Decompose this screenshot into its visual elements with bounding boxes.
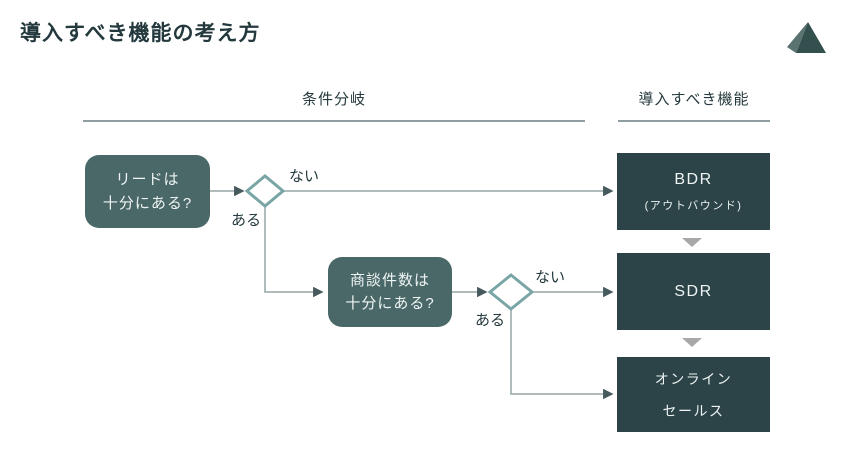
outcome-online-line1: オンライン [654,370,733,387]
outcome-box-online-sales: オンライン セールス [617,357,770,432]
edge-label-no-2: ない [535,269,566,286]
edge-label-yes-2: ある [475,312,506,329]
question-deals-line2: 十分にある? [345,295,435,312]
page-title: 導入すべき機能の考え方 [20,22,261,45]
edge-label-no-1: ない [289,168,320,185]
down-chevron-icon-2 [682,338,702,347]
question-leads-line1: リードは [115,171,180,189]
pyramid-side-face [787,22,808,53]
question-deals-line1: 商談件数は [349,271,430,289]
outcome-box-bdr: BDR (アウトバウンド) [617,153,770,230]
pyramid-logo-icon [787,22,826,53]
question-leads-line2: 十分にある? [102,194,193,212]
outcome-bdr-subtitle: (アウトバウンド) [644,199,743,212]
question-box-leads: リードは 十分にある? [85,155,210,228]
column-underline-conditions [83,120,585,122]
outcome-sdr-title: SDR [674,282,713,300]
column-underline-features [618,120,770,122]
edge-label-yes-1: ある [231,212,262,229]
connector-d1-yes-to-q2 [264,206,324,298]
decision-diamond-2 [487,273,535,311]
decision-diamond-1 [244,174,286,208]
outcome-box-sdr: SDR [617,253,770,330]
question-box-deals: 商談件数は 十分にある? [328,257,452,327]
column-header-features: 導入すべき機能 [638,91,750,108]
column-header-conditions: 条件分岐 [301,91,366,108]
down-chevron-icon-1 [682,238,702,247]
connector-d2-yes-to-online [510,309,614,400]
outcome-online-line2: セールス [662,402,725,419]
outcome-bdr-title: BDR [674,170,713,188]
pyramid-main-face [796,22,826,53]
